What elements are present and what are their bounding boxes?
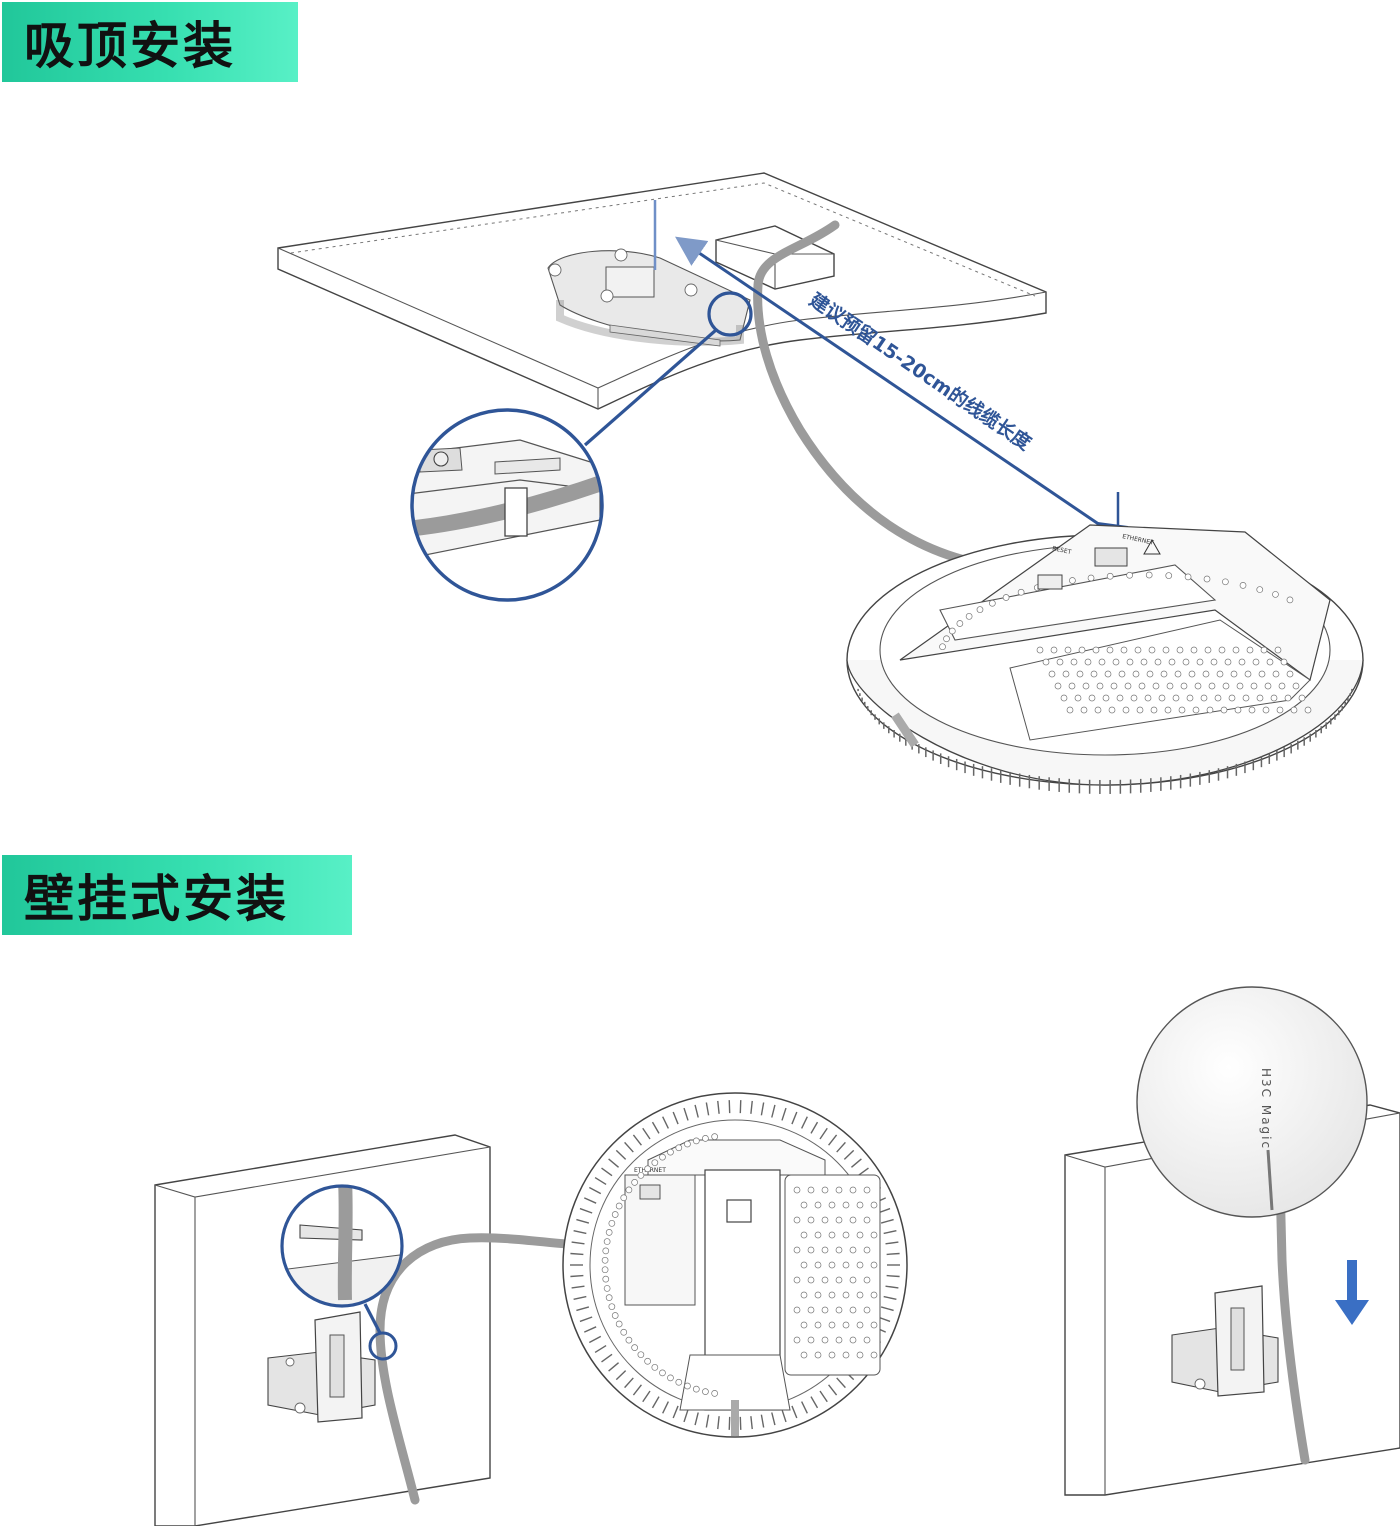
wall-cable-left	[375, 1190, 653, 1505]
wall-mount-title: 壁挂式安装	[2, 855, 352, 935]
warning-icon	[1143, 538, 1161, 555]
zoom-detail-bracket-clip	[410, 291, 753, 602]
cable-length-arrow	[675, 236, 1129, 551]
wall-cable-right	[1275, 1175, 1310, 1465]
access-point-ceiling: ETHERNET RESET	[846, 524, 1364, 794]
access-point-front-disc: H3C Magic	[1136, 986, 1368, 1218]
ceiling-mount-title: 吸顶安装	[2, 2, 298, 82]
wall-bracket-left	[267, 1311, 376, 1423]
access-point-back-view: ETHERNET	[562, 1092, 908, 1438]
reset-label: RESET	[1052, 545, 1073, 556]
zoom-detail-wall-clip	[280, 1184, 404, 1361]
brand-logo: H3C Magic	[1259, 1068, 1273, 1150]
arrow-down-icon	[1335, 1260, 1369, 1325]
wall-bracket-right	[1171, 1285, 1279, 1397]
